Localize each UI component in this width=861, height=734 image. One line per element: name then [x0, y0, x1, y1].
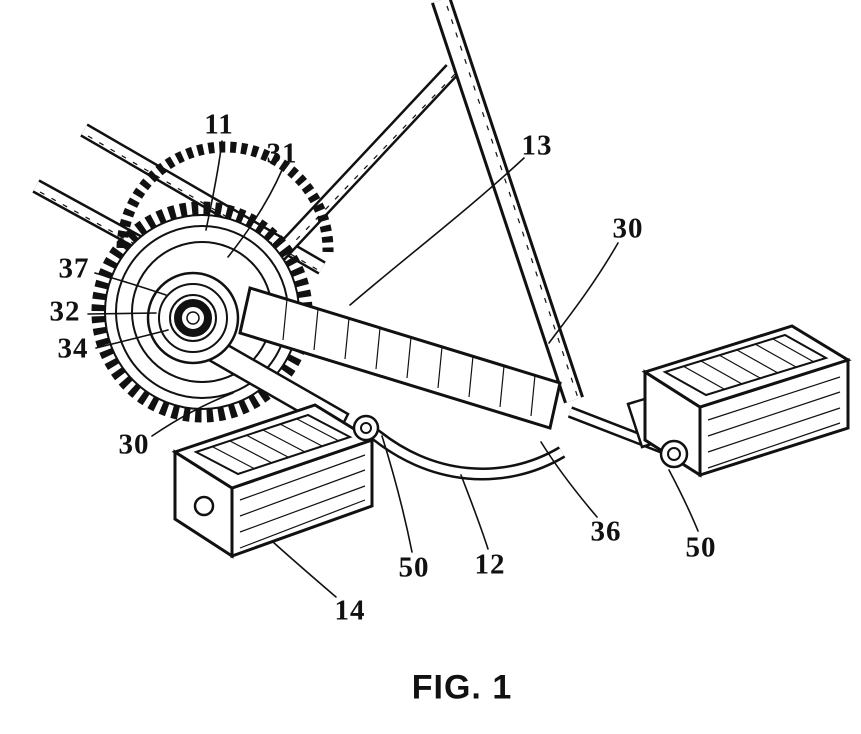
rear-sprocket-arc	[116, 141, 334, 253]
leader-30-right	[548, 242, 619, 344]
ref-label-30-left: 30	[118, 428, 150, 461]
ref-label-13: 13	[521, 129, 553, 162]
leader-34	[95, 329, 169, 349]
ref-label-34: 34	[57, 332, 89, 365]
leader-30-left	[151, 392, 234, 437]
connecting-rod	[365, 425, 566, 481]
leader-13	[349, 157, 525, 306]
leader-36	[540, 441, 598, 518]
leader-14	[272, 541, 337, 598]
leader-50-left	[381, 435, 413, 553]
figure-caption: FIG. 1	[411, 668, 513, 707]
leader-50-right	[668, 469, 699, 532]
ref-label-50-right: 50	[685, 531, 717, 564]
pedal-left	[171, 403, 376, 559]
ref-label-36: 36	[590, 515, 622, 548]
ref-label-12: 12	[474, 548, 506, 581]
pedal-axle-hole	[193, 495, 215, 517]
leader-11	[205, 140, 223, 231]
crank-arm-main	[238, 286, 562, 430]
rollers	[352, 414, 689, 469]
ref-label-31: 31	[266, 137, 298, 170]
ref-label-32: 32	[49, 295, 81, 328]
ref-label-37: 37	[58, 252, 90, 285]
ref-label-30-right: 30	[612, 212, 644, 245]
leader-12	[460, 474, 489, 550]
crank-hub	[146, 271, 240, 365]
leader-lines	[87, 140, 699, 598]
leader-37	[94, 272, 167, 296]
leader-31	[227, 169, 283, 258]
ref-label-11: 11	[204, 108, 234, 141]
ref-label-14: 14	[334, 594, 366, 627]
leader-32	[87, 312, 157, 315]
ref-label-50-left: 50	[398, 551, 430, 584]
